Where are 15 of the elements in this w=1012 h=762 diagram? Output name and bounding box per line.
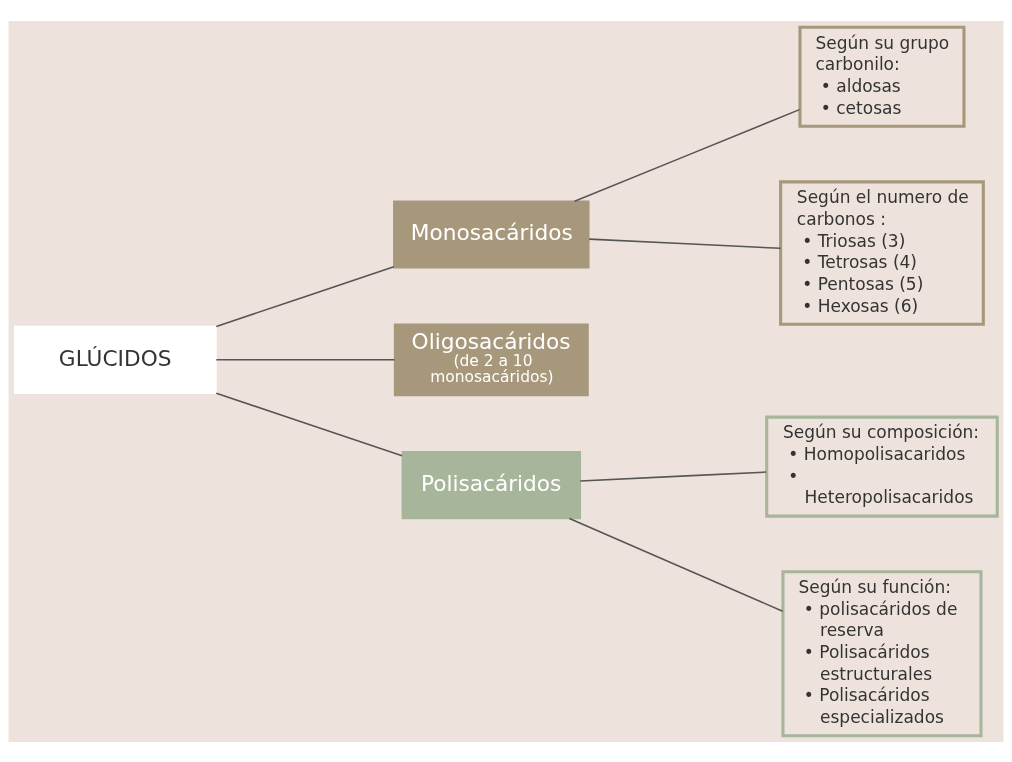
node-box: Según su composición: • Homopolisacaridos • Heteropolisacaridos bbox=[765, 415, 999, 518]
node-box: Según su función: • polisacáridos de reserva • Polisacáridos estructurales • Polisacáridos especializados bbox=[781, 569, 983, 737]
node-box: Polisacáridos bbox=[401, 450, 582, 519]
connector bbox=[573, 108, 801, 202]
node-box: Según su grupo carbonilo: • aldosas • cetosas bbox=[798, 25, 966, 128]
connector bbox=[568, 517, 784, 612]
connector bbox=[215, 358, 396, 361]
connector bbox=[588, 237, 782, 249]
connector bbox=[579, 470, 767, 482]
connector bbox=[215, 265, 395, 327]
node-box: Según el numero de carbonos : • Triosas (3) • Tetrosas (4) • Pentosas (5) • Hexosas (6) bbox=[779, 179, 985, 326]
connector bbox=[215, 392, 403, 456]
node-box: GLÚCIDOS bbox=[14, 325, 217, 394]
node-box: Oligosacáridos (de 2 a 10 monosacáridos) bbox=[393, 322, 589, 396]
node-box: Monosacáridos bbox=[393, 199, 590, 269]
